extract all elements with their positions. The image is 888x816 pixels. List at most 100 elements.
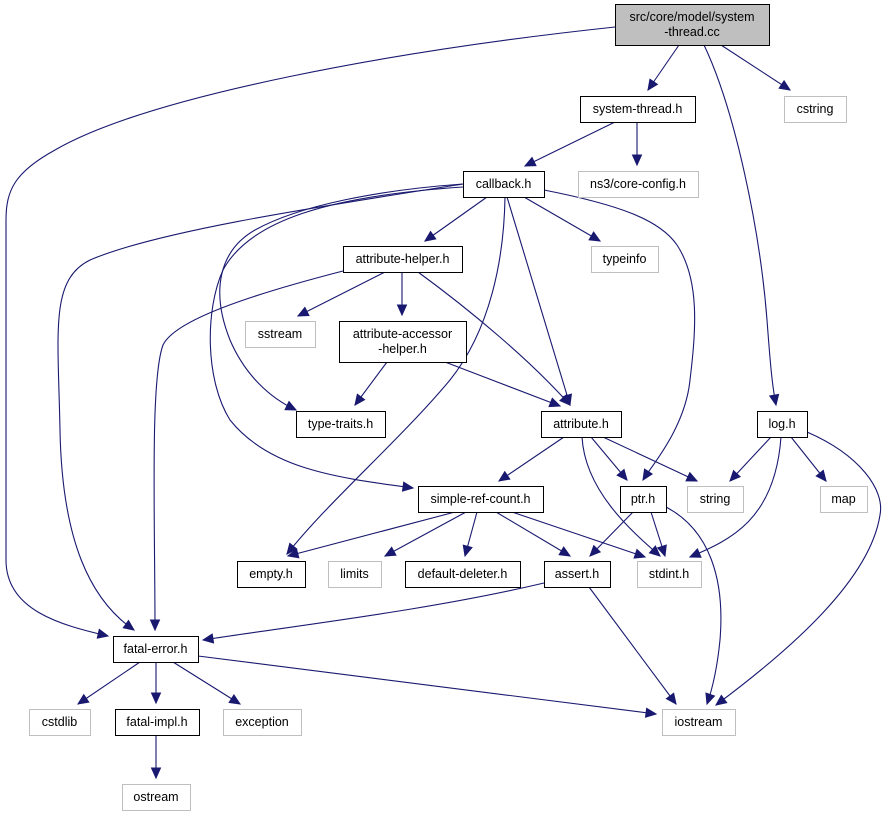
edge-fatal-error-h-to-exception	[172, 661, 242, 705]
node-label: type-traits.h	[308, 417, 373, 431]
edge-line	[602, 436, 698, 482]
node-iostream: iostream	[662, 709, 736, 736]
arrowhead-icon	[150, 767, 162, 780]
arrowhead-icon	[778, 79, 792, 91]
arrowhead-icon	[96, 628, 110, 639]
node-empty-h[interactable]: empty.h	[237, 561, 306, 588]
edge-line	[506, 196, 571, 406]
arrowhead-icon	[228, 693, 242, 705]
edge-callback-h-to-simple-ref-count-h	[209, 186, 464, 492]
node-assert-h[interactable]: assert.h	[544, 561, 611, 588]
node-label: assert.h	[555, 567, 600, 581]
node-simple-ref-count-h[interactable]: simple-ref-count.h	[418, 486, 544, 513]
edge-attribute-helper-h-to-fatal-error-h	[149, 270, 344, 632]
arrowhead-icon	[588, 231, 602, 242]
node-type-traits-h[interactable]: type-traits.h	[296, 411, 386, 438]
node-attribute-h[interactable]: attribute.h	[541, 411, 622, 438]
node-label: src/core/model/system	[629, 10, 754, 24]
edge-fatal-error-h-to-fatal-impl-h	[150, 662, 162, 705]
node-box	[115, 709, 200, 736]
edge-line	[417, 271, 571, 406]
edge-simple-ref-count-h-to-assert-h	[495, 511, 572, 557]
edge-line	[511, 511, 646, 558]
node-attribute-accessor-helper-h[interactable]: attribute-accessor-helper.h	[339, 321, 467, 363]
edge-line	[287, 511, 456, 557]
node-label: log.h	[768, 417, 795, 431]
node-box	[687, 486, 744, 513]
arrowhead-icon	[644, 707, 658, 718]
arrowhead-icon	[705, 692, 716, 706]
node-box	[620, 486, 667, 513]
edge-callback-h-to-attribute-helper-h	[424, 196, 488, 242]
edge-line	[77, 661, 141, 705]
edge-callback-h-to-fatal-error-h	[57, 183, 464, 631]
node-label: empty.h	[249, 567, 293, 581]
node-log-h[interactable]: log.h	[757, 411, 808, 438]
edge-root-to-system-thread-h	[647, 44, 680, 92]
edge-line	[209, 186, 464, 489]
node-system-thread-h[interactable]: system-thread.h	[580, 96, 696, 123]
node-label: typeinfo	[603, 252, 647, 266]
node-default-deleter-h[interactable]: default-deleter.h	[405, 561, 521, 588]
edge-simple-ref-count-h-to-stdint-h	[511, 511, 647, 559]
node-box	[296, 411, 386, 438]
node-ostream: ostream	[122, 784, 191, 811]
node-box	[405, 561, 521, 588]
node-attribute-helper-h[interactable]: attribute-helper.h	[343, 246, 463, 273]
node-box	[418, 486, 544, 513]
node-fatal-impl-h[interactable]: fatal-impl.h	[115, 709, 200, 736]
edge-line	[703, 44, 777, 406]
arrowhead-icon	[497, 470, 511, 482]
node-label: attribute-accessor	[353, 327, 452, 341]
node-box	[328, 561, 382, 588]
edge-callback-h-to-type-traits-h	[219, 183, 464, 411]
node-label: fatal-impl.h	[126, 715, 187, 729]
edge-line	[588, 586, 677, 705]
node-label: -thread.cc	[664, 25, 720, 39]
arrowhead-icon	[559, 393, 571, 406]
node-label: attribute-helper.h	[356, 252, 450, 266]
node-label: callback.h	[476, 177, 532, 191]
edge-root-to-cstring	[720, 44, 792, 91]
node-ptr-h[interactable]: ptr.h	[620, 486, 667, 513]
edge-line	[286, 196, 506, 555]
edge-log-h-to-map	[790, 436, 827, 482]
edge-line	[715, 431, 882, 706]
arrowhead-icon	[715, 694, 728, 706]
edge-line	[57, 183, 464, 631]
node-box	[578, 171, 699, 198]
arrowhead-icon	[201, 633, 215, 644]
edge-line	[581, 436, 661, 557]
edge-attribute-h-to-string	[602, 436, 699, 482]
edge-line	[297, 271, 386, 317]
arrowhead-icon	[633, 548, 647, 559]
arrowhead-icon	[396, 304, 408, 317]
node-sstream: sstream	[245, 321, 316, 348]
arrowhead-icon	[296, 306, 310, 317]
nodes-layer: src/core/model/system-thread.cc system-th…	[29, 4, 868, 811]
edge-line	[172, 661, 241, 705]
arrowhead-icon	[76, 693, 90, 705]
edge-root-to-fatal-error-h	[5, 26, 616, 639]
node-box	[580, 96, 696, 123]
node-fatal-error-h[interactable]: fatal-error.h	[113, 636, 199, 663]
arrowhead-icon	[401, 481, 415, 492]
edge-ptr-h-to-iostream	[665, 506, 722, 706]
edge-assert-h-to-fatal-error-h	[201, 582, 545, 644]
node-label: limits	[340, 567, 368, 581]
node-label: system-thread.h	[593, 102, 683, 116]
arrowhead-icon	[631, 154, 643, 167]
node-box	[343, 246, 463, 273]
node-label: string	[700, 492, 731, 506]
node-label: default-deleter.h	[418, 567, 508, 581]
node-root[interactable]: src/core/model/system-thread.cc	[615, 4, 770, 46]
arrowhead-icon	[122, 619, 135, 631]
node-label: exception	[235, 715, 289, 729]
node-label: ptr.h	[631, 492, 655, 506]
edge-line	[384, 511, 467, 557]
node-callback-h[interactable]: callback.h	[463, 171, 545, 198]
node-typeinfo: typeinfo	[591, 246, 659, 273]
edge-fatal-error-h-to-iostream	[197, 655, 658, 718]
edge-line	[665, 506, 722, 705]
